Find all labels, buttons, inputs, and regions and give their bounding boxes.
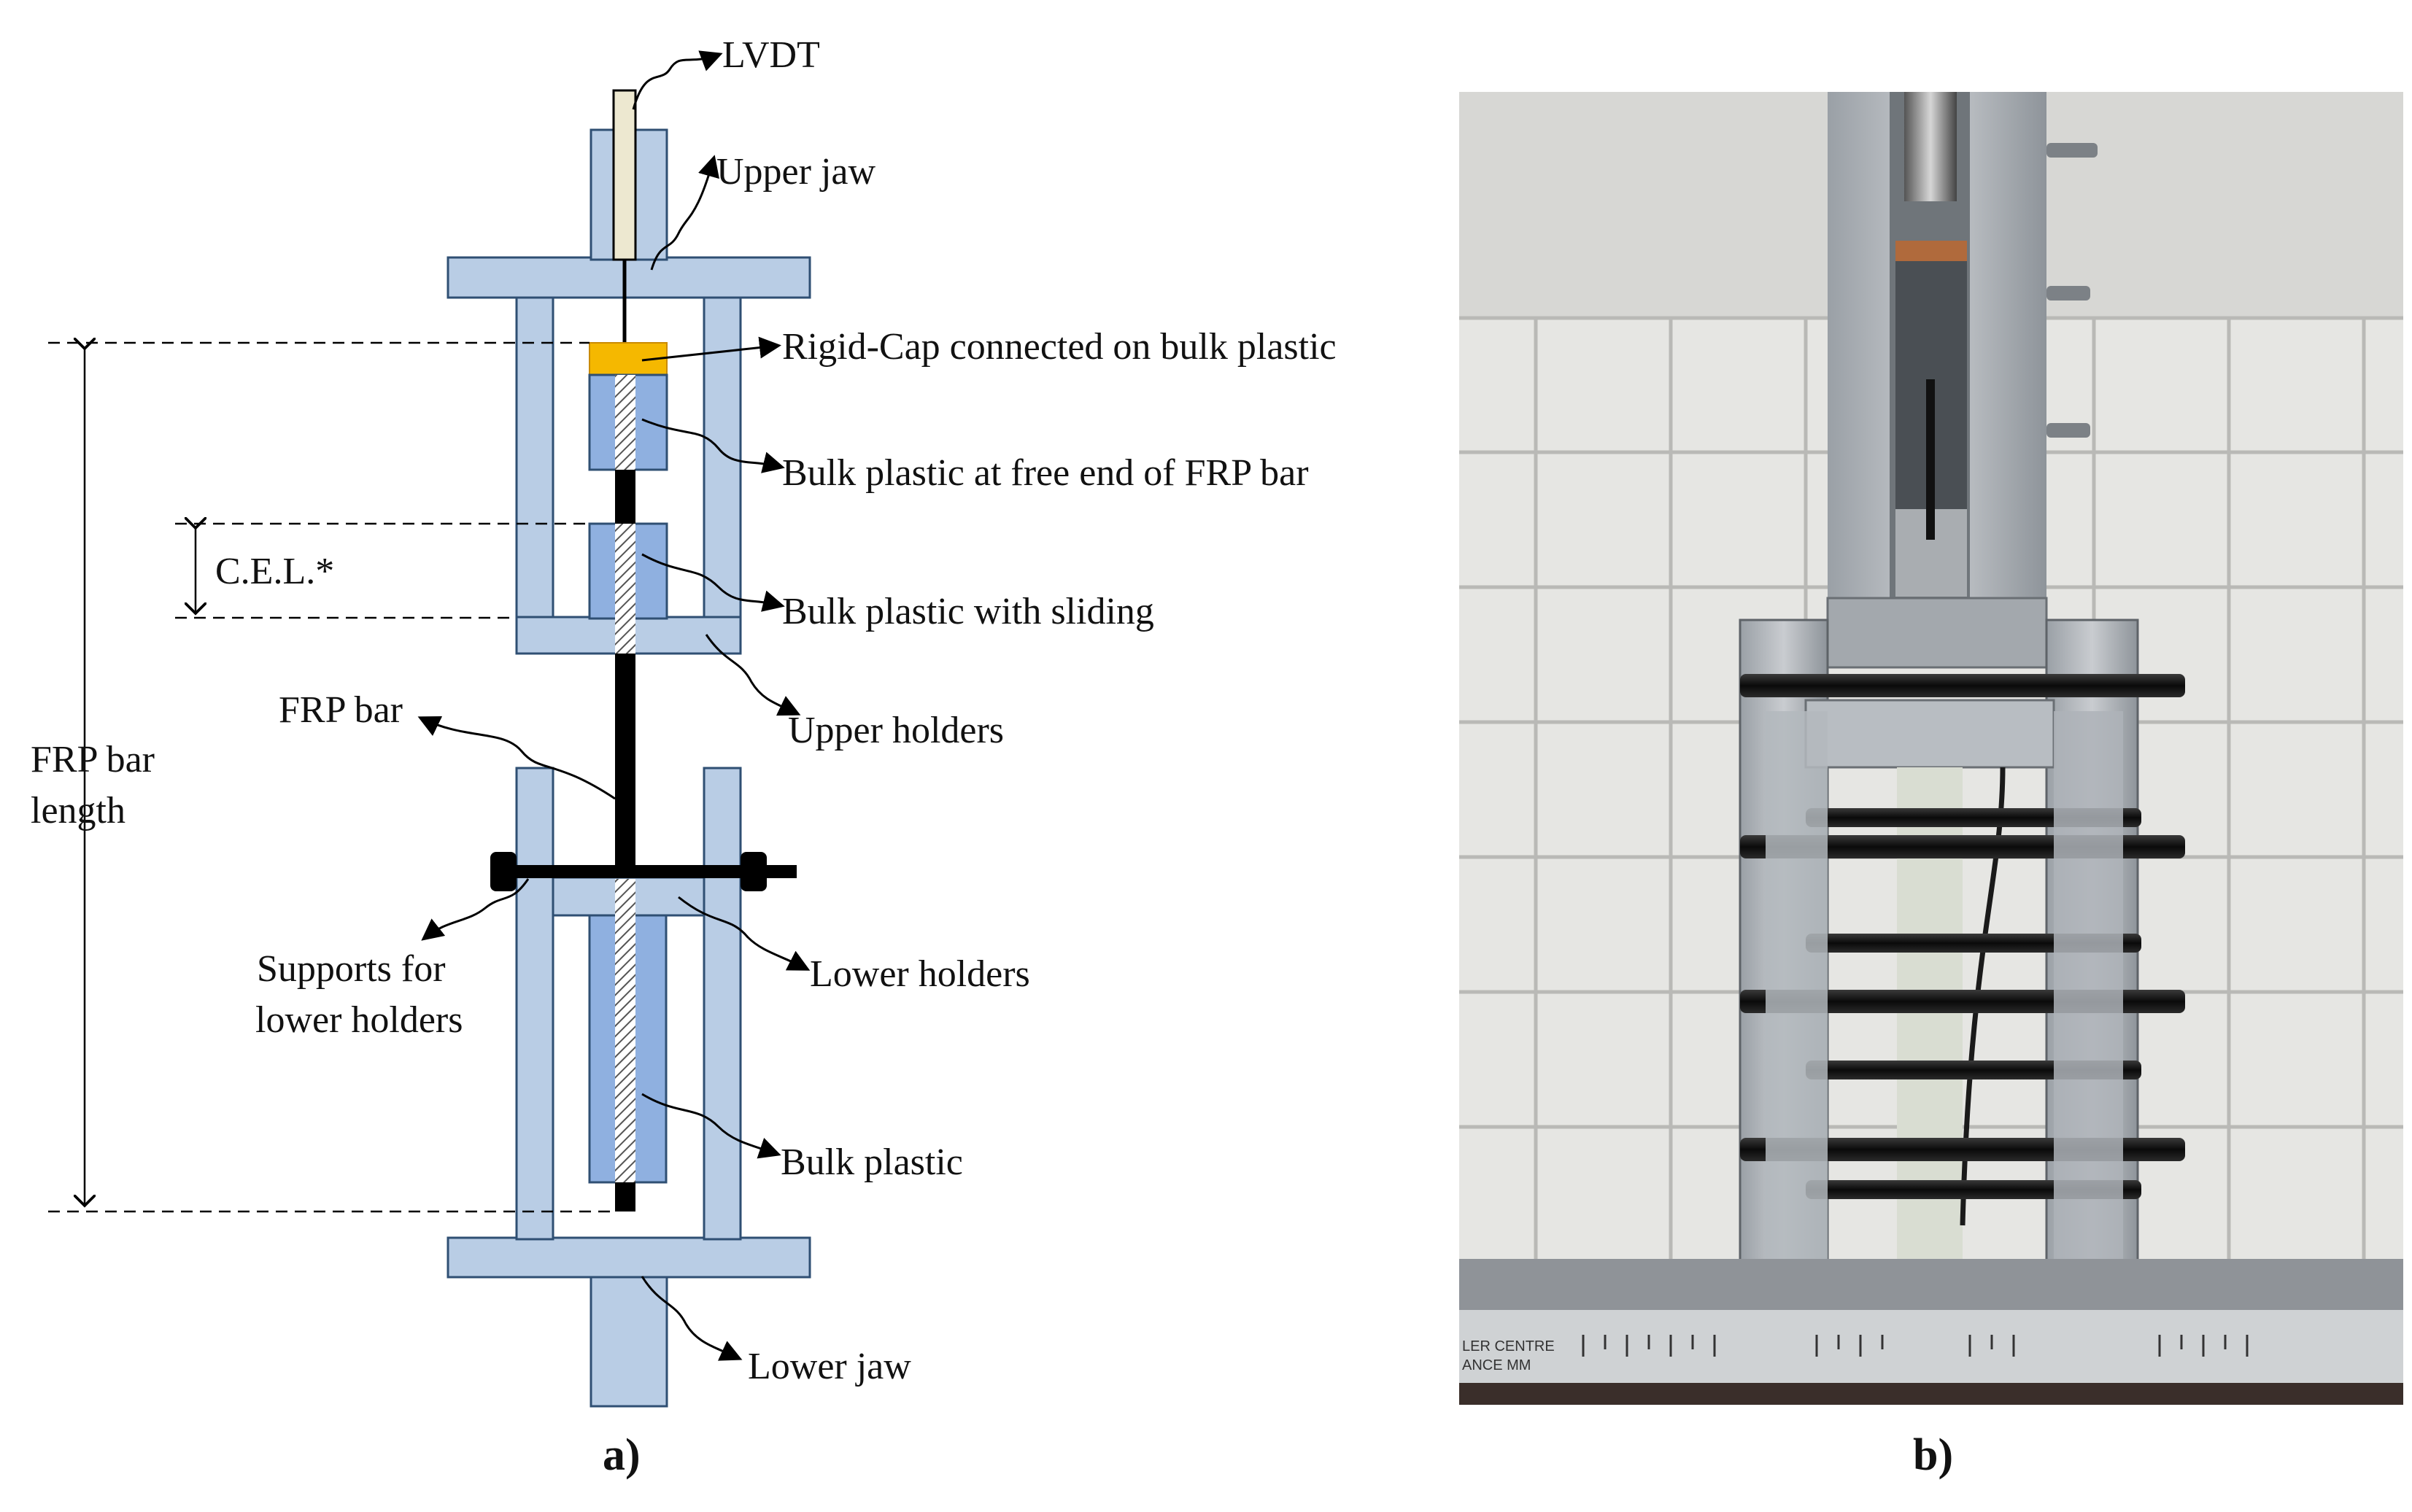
leader-upper-jaw	[650, 155, 719, 271]
label-bulk-sliding: Bulk plastic with sliding	[782, 591, 1154, 632]
leader-rigid-cap	[641, 336, 781, 362]
caption-a: a)	[603, 1430, 641, 1480]
label-lvdt: LVDT	[722, 34, 820, 76]
photo-frp-bar-top	[1926, 379, 1935, 540]
leader-lower-holders	[678, 896, 811, 971]
photo-base-plate	[1459, 1259, 2403, 1310]
leader-upper-holders	[705, 634, 801, 716]
support-nut-left	[490, 852, 517, 891]
schematic-diagram: LVDT Upper jaw Rigid-Cap connected on bu…	[31, 34, 1337, 1480]
photo-ruler-text-1: LER CENTRE	[1462, 1338, 1555, 1354]
lower-holder-right-column	[703, 767, 742, 1241]
label-frp-length-line2: length	[31, 790, 125, 831]
photo-jaw-bolt-1	[2046, 143, 2098, 158]
leader-supports	[421, 878, 530, 941]
leader-lvdt	[632, 50, 723, 110]
leader-bulk-plastic	[641, 1093, 781, 1159]
leader-bulk-sliding	[641, 553, 785, 612]
frp-bar-segment-middle	[615, 654, 635, 872]
photo-ruler-text-2: ANCE MM	[1462, 1357, 1531, 1373]
frp-bar-segment-upper	[615, 470, 635, 524]
photo-ruler-ticks	[1582, 1335, 2249, 1357]
frp-bar-segment-bottom	[615, 1182, 635, 1211]
label-upper-holders: Upper holders	[788, 710, 1004, 751]
leader-lower-jaw	[641, 1276, 743, 1361]
label-upper-jaw: Upper jaw	[716, 151, 875, 193]
label-frp-length-line1: FRP bar	[31, 739, 155, 780]
upper-holder-right-column	[703, 294, 742, 654]
lower-plate	[447, 1236, 811, 1279]
label-bulk-free-end: Bulk plastic at free end of FRP bar	[782, 452, 1309, 494]
upper-holder-left-column	[515, 294, 554, 654]
leader-frp-bar	[417, 716, 616, 800]
lower-jaw	[590, 1273, 668, 1408]
label-rigid-cap: Rigid-Cap connected on bulk plastic	[782, 326, 1337, 368]
photo-lvdt-cylinder	[1904, 92, 1957, 201]
frp-bar-embedded-sliding	[615, 524, 635, 654]
photo-jaw-bolt-2	[2046, 286, 2090, 301]
photo-jaw-bolt-3	[2046, 423, 2090, 438]
leader-bulk-free-end	[641, 418, 785, 473]
label-frp-bar: FRP bar	[279, 689, 403, 731]
photo-floor-shadow	[1459, 1383, 2403, 1405]
label-lower-jaw: Lower jaw	[748, 1346, 911, 1387]
frp-bar-embedded-free-end	[615, 375, 635, 470]
upper-plate	[447, 256, 811, 299]
label-cel: C.E.L.*	[215, 551, 334, 592]
photo-grip-base	[1826, 597, 2048, 669]
lvdt-body	[612, 89, 637, 261]
label-supports-line1: Supports for	[257, 948, 446, 990]
frp-bar-embedded-lower	[615, 879, 635, 1182]
label-supports-line2: lower holders	[255, 999, 463, 1041]
photo-crossbar-block	[1804, 699, 2055, 769]
lower-holder-left-column	[515, 767, 554, 1241]
support-nut-right	[741, 852, 767, 891]
photo-ruler	[1459, 1310, 2403, 1383]
photo-copper-cap	[1895, 241, 1967, 261]
label-bulk-plastic: Bulk plastic	[781, 1141, 963, 1183]
specimen-photo: LER CENTRE ANCE MM b)	[1459, 92, 2403, 1480]
support-rod	[496, 865, 797, 878]
caption-b: b)	[1913, 1430, 1953, 1480]
label-lower-holders: Lower holders	[810, 953, 1030, 995]
